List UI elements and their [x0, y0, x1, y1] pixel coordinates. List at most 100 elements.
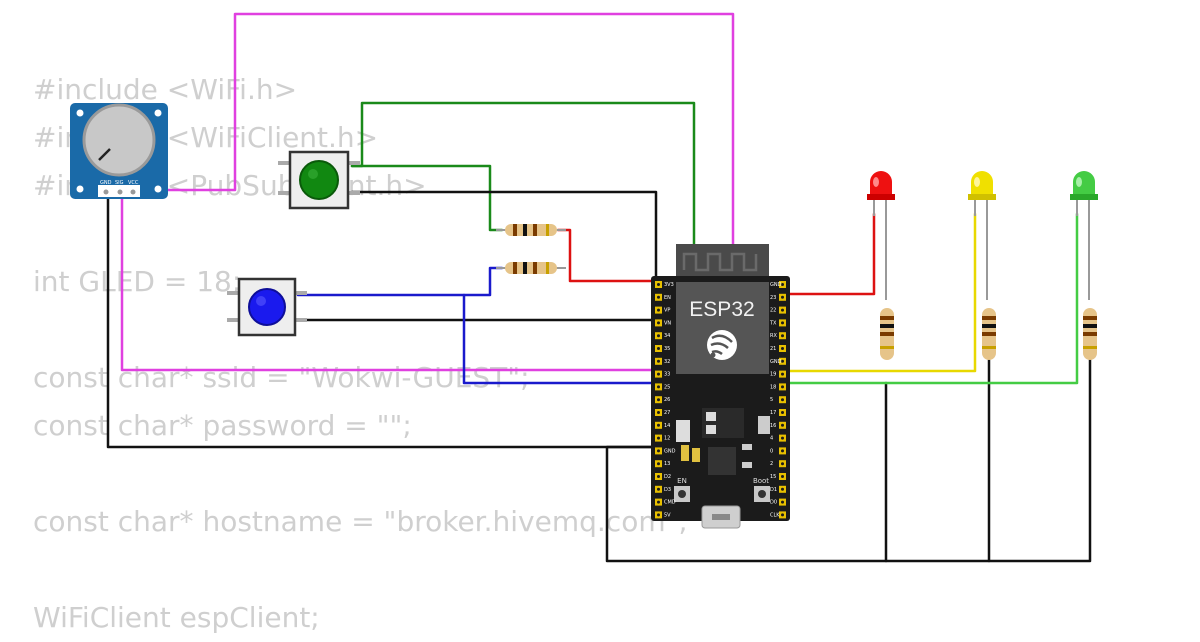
led-yellow — [968, 171, 996, 300]
code-line: WiFiClient espClient; — [33, 601, 320, 634]
left-pin-label: 13 — [664, 461, 670, 467]
right-pin-label: 15 — [770, 474, 776, 480]
right-pin-label: GND — [770, 359, 782, 365]
right-pin-hole — [781, 334, 784, 338]
code-line: const char* password = ""; — [33, 409, 412, 442]
right-pin-label: 17 — [770, 410, 776, 416]
right-pin-label: 2 — [770, 461, 773, 467]
led-green — [1070, 171, 1098, 300]
espressif-logo-icon — [707, 330, 737, 360]
left-pin-label: D3 — [664, 487, 671, 493]
left-pin-hole — [657, 423, 660, 427]
left-pin-label: 3V3 — [664, 282, 674, 288]
wire-black-button — [350, 190, 658, 282]
right-pin-label: 5 — [770, 397, 773, 403]
left-pin-hole — [657, 359, 660, 363]
left-pin-label: 25 — [664, 384, 670, 390]
left-pin-label: GND — [664, 448, 676, 454]
pot-pin-gnd: GND — [100, 180, 112, 186]
right-pin-hole — [781, 500, 784, 504]
wire-lightgreen-led — [781, 212, 1079, 385]
left-pin-hole — [657, 462, 660, 466]
right-pin-hole — [781, 449, 784, 453]
en-button-label: EN — [677, 477, 687, 485]
resistor-button-2 — [496, 262, 566, 274]
wire-green-resistor — [350, 164, 504, 232]
right-pin-label: 4 — [770, 436, 773, 442]
code-line: int GLED = 18; — [33, 265, 242, 298]
left-pin-hole — [657, 385, 660, 389]
left-pin-hole — [657, 436, 660, 440]
right-pin-hole — [781, 436, 784, 440]
left-pin-label: 35 — [664, 346, 670, 352]
pushbutton-green[interactable] — [278, 150, 360, 210]
wire-blue-button-resistor — [296, 266, 504, 297]
left-pin-hole — [657, 347, 660, 350]
right-pin-label: 0 — [770, 448, 773, 454]
left-pin-hole — [657, 295, 660, 299]
left-pin-label: 12 — [664, 436, 670, 442]
right-pin-hole — [781, 462, 784, 466]
right-pin-label: 22 — [770, 308, 776, 314]
left-pin-label: 14 — [664, 423, 670, 429]
esp32-title: ESP32 — [689, 298, 754, 321]
right-pin-label: D1 — [770, 487, 777, 493]
pot-pin-vcc: VCC — [128, 180, 139, 186]
right-pin-label: RX — [770, 333, 777, 339]
left-pin-hole — [657, 372, 660, 376]
left-pin-label: VN — [664, 320, 671, 326]
left-pin-hole — [657, 334, 660, 338]
left-pin-hole — [657, 398, 660, 402]
wire-black-pot-gnd — [106, 188, 664, 449]
esp32-board[interactable]: ESP32 EN Boot 3V3ENVPVN34353233252627141… — [651, 244, 790, 529]
right-pin-hole — [781, 475, 784, 478]
right-pin-hole — [781, 347, 784, 350]
right-pin-label: GND — [770, 282, 782, 288]
right-pin-hole — [781, 398, 784, 402]
left-pin-hole — [657, 308, 660, 312]
left-pin-hole — [657, 449, 660, 453]
boot-button-label: Boot — [753, 477, 769, 485]
left-pin-label: 32 — [664, 359, 670, 365]
left-pin-hole — [657, 283, 660, 286]
left-pin-label: 5V — [664, 512, 671, 518]
right-pin-hole — [781, 283, 784, 286]
left-pin-hole — [657, 475, 660, 478]
potentiometer-knob[interactable] — [82, 103, 156, 177]
right-pin-label: 23 — [770, 295, 776, 301]
right-pin-hole — [781, 372, 784, 376]
left-pin-hole — [657, 513, 660, 517]
left-pin-hole — [657, 487, 660, 491]
left-pin-hole — [657, 500, 660, 504]
code-line: const char* hostname = "broker.hivemq.co… — [33, 505, 688, 538]
resistor-led-yellow — [982, 308, 996, 360]
left-pin-label: D2 — [664, 474, 671, 480]
wire-pink-pot-sig — [120, 188, 664, 372]
resistor-led-green — [1083, 308, 1097, 360]
pot-pin-sig: SIG — [115, 180, 124, 186]
wire-green-button — [350, 101, 696, 412]
esp32-left-pins: 3V3ENVPVN343532332526271412GND13D2D3CMD5… — [655, 281, 676, 519]
wire-yellow-led — [781, 212, 977, 373]
right-pin-label: 21 — [770, 346, 776, 352]
right-pin-hole — [781, 423, 784, 427]
wire-pink-pot-vcc — [153, 12, 735, 284]
pushbutton-blue[interactable] — [227, 277, 307, 337]
wire-black-ground-bus — [605, 356, 1092, 563]
right-pin-hole — [781, 295, 784, 299]
right-pin-label: 16 — [770, 423, 776, 429]
left-pin-label: VP — [664, 308, 670, 314]
code-line: #include <WiFi.h> — [33, 73, 298, 106]
right-pin-hole — [781, 513, 784, 517]
right-pin-hole — [781, 321, 784, 325]
right-pin-hole — [781, 308, 784, 312]
right-pin-hole — [781, 385, 784, 389]
left-pin-label: CMD — [664, 500, 676, 506]
potentiometer[interactable]: GND SIG VCC — [70, 103, 168, 199]
left-pin-label: 27 — [664, 410, 670, 416]
left-pin-label: 34 — [664, 333, 670, 339]
left-pin-hole — [657, 411, 660, 414]
right-pin-hole — [781, 487, 784, 491]
